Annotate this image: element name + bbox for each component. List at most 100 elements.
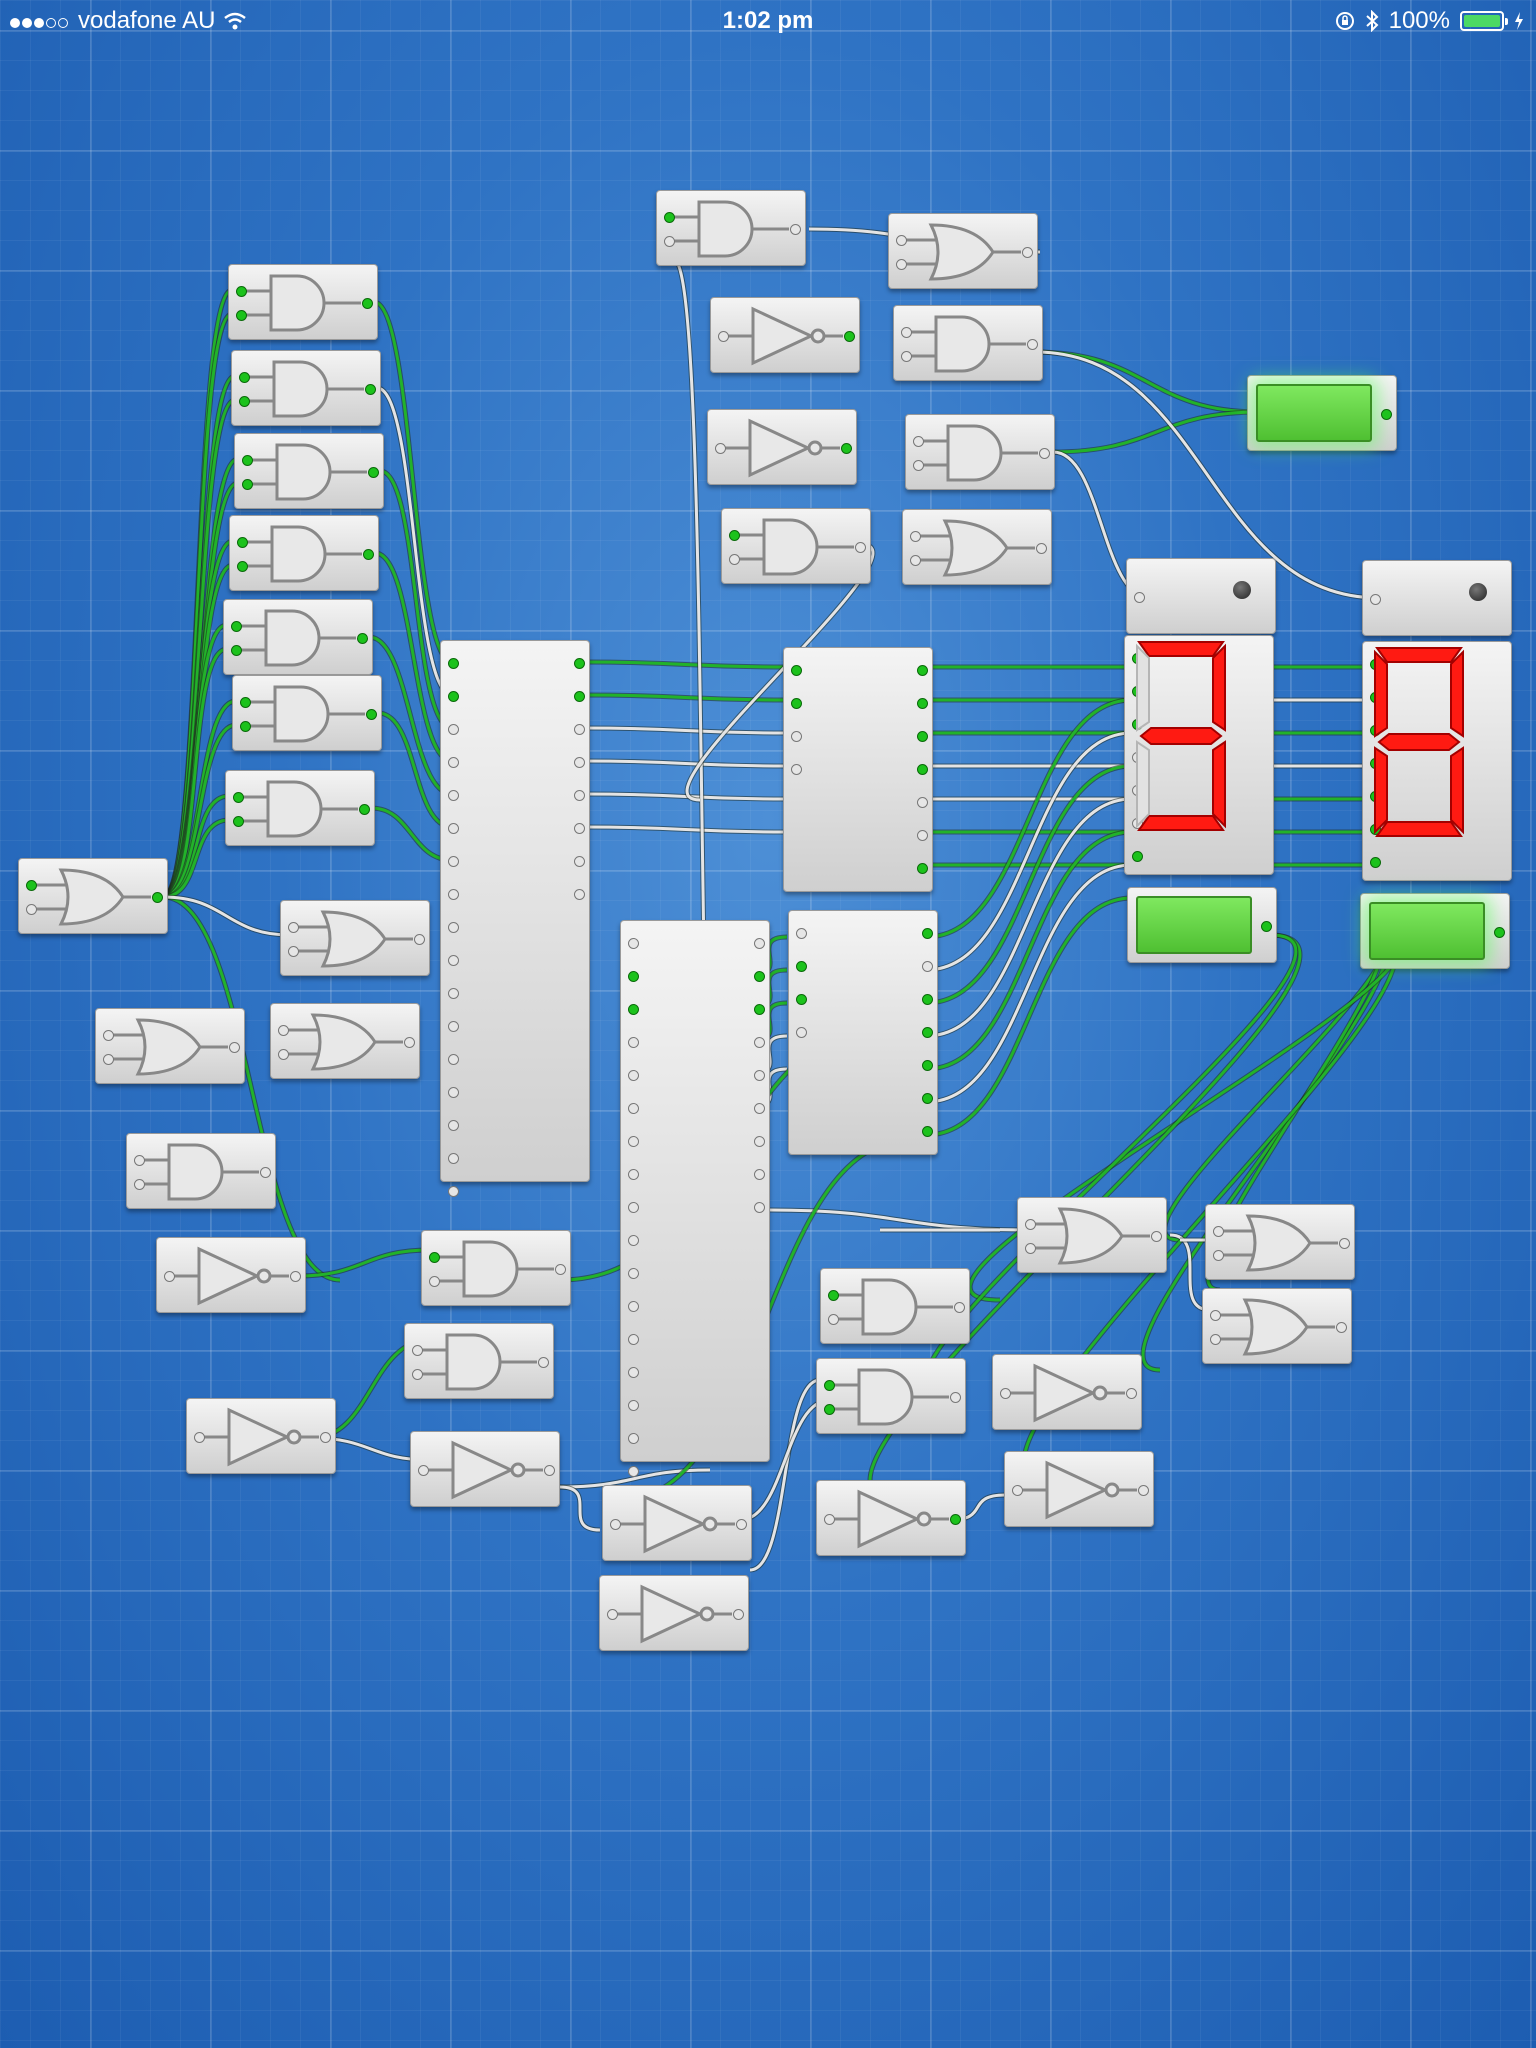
pin-low[interactable] [628,1334,639,1345]
ic-chip-left[interactable] [440,640,590,1197]
pin-low[interactable] [910,555,921,566]
wire-inactive[interactable] [583,825,788,834]
left-seven-segment-display[interactable] [1124,635,1274,875]
pin-low[interactable] [448,1120,459,1131]
pin-low[interactable] [1134,592,1145,603]
or-gate[interactable] [270,1003,420,1079]
pin-low[interactable] [628,1268,639,1279]
pin-low[interactable] [791,731,802,742]
wire-active[interactable] [374,551,453,763]
pin-low[interactable] [134,1155,145,1166]
and-gate[interactable] [421,1230,571,1306]
decoder-chip-bottom[interactable] [788,910,938,1155]
pin-low[interactable] [733,1609,744,1620]
or-gate[interactable] [902,509,1052,585]
pin-high[interactable] [365,384,376,395]
pin-low[interactable] [412,1369,423,1380]
pin-high[interactable] [796,994,807,1005]
pin-high[interactable] [368,467,379,478]
pin-low[interactable] [729,554,740,565]
pin-low[interactable] [538,1357,549,1368]
pin-low[interactable] [718,331,729,342]
pin-low[interactable] [134,1179,145,1190]
not-gate[interactable] [992,1354,1142,1430]
and-gate[interactable] [126,1133,276,1209]
wire-active[interactable] [297,1248,431,1278]
pin-low[interactable] [103,1054,114,1065]
pin-high[interactable] [359,804,370,815]
pin-low[interactable] [901,327,912,338]
pin-low[interactable] [1336,1322,1347,1333]
pin-low[interactable] [448,988,459,999]
pin-low[interactable] [448,757,459,768]
left-push-button[interactable] [1126,558,1276,634]
pin-low[interactable] [754,1136,765,1147]
pin-high[interactable] [233,792,244,803]
pin-low[interactable] [429,1276,440,1287]
pin-high[interactable] [796,961,807,972]
pin-low[interactable] [448,1054,459,1065]
pin-low[interactable] [194,1432,205,1443]
wire-active[interactable] [162,895,341,1282]
or-gate[interactable] [1202,1288,1352,1364]
pin-high[interactable] [754,1004,765,1015]
pin-low[interactable] [913,436,924,447]
pin-low[interactable] [448,1021,459,1032]
pin-high[interactable] [1261,921,1272,932]
pin-high[interactable] [362,298,373,309]
pin-low[interactable] [448,889,459,900]
and-gate[interactable] [232,675,382,751]
pin-high[interactable] [237,537,248,548]
wire-active[interactable] [379,469,453,730]
pin-low[interactable] [754,1103,765,1114]
pin-low[interactable] [404,1037,415,1048]
and-gate[interactable] [656,190,806,266]
not-gate[interactable] [707,409,857,485]
pin-low[interactable] [628,1400,639,1411]
pin-low[interactable] [628,938,639,949]
wire-active[interactable] [925,764,1133,1005]
not-gate[interactable] [1004,1451,1154,1527]
pin-low[interactable] [855,542,866,553]
pin-low[interactable] [628,1037,639,1048]
pin-high[interactable] [26,880,37,891]
pin-high[interactable] [922,1060,933,1071]
pin-high[interactable] [429,1252,440,1263]
pin-high[interactable] [240,697,251,708]
pin-low[interactable] [754,1202,765,1213]
wire-inactive[interactable] [583,759,788,768]
wire-inactive[interactable] [559,1485,601,1532]
pin-high[interactable] [448,691,459,702]
pin-high[interactable] [950,1514,961,1525]
pin-low[interactable] [574,889,585,900]
pin-low[interactable] [950,1392,961,1403]
wire-inactive[interactable] [1034,350,1381,600]
pin-low[interactable] [1022,247,1033,258]
pin-low[interactable] [715,443,726,454]
pin-high[interactable] [357,633,368,644]
pin-low[interactable] [448,790,459,801]
and-gate[interactable] [223,599,373,675]
and-gate[interactable] [893,305,1043,381]
pin-low[interactable] [1036,543,1047,554]
pin-low[interactable] [544,1465,555,1476]
pin-high[interactable] [844,331,855,342]
pin-high[interactable] [233,816,244,827]
pin-low[interactable] [828,1314,839,1325]
wire-inactive[interactable] [749,1378,821,1572]
pin-low[interactable] [164,1271,175,1282]
wire-active[interactable] [1052,410,1261,454]
and-gate[interactable] [721,508,871,584]
or-gate[interactable] [1205,1204,1355,1280]
pin-high[interactable] [231,621,242,632]
pin-high[interactable] [1494,927,1505,938]
pin-low[interactable] [555,1264,566,1275]
wire-inactive[interactable] [162,895,291,937]
pin-low[interactable] [574,856,585,867]
ic-chip-center[interactable] [620,920,770,1477]
pin-high[interactable] [1381,409,1392,420]
pin-high[interactable] [236,286,247,297]
pin-high[interactable] [917,665,928,676]
pin-high[interactable] [664,212,675,223]
wire-active[interactable] [377,711,453,829]
